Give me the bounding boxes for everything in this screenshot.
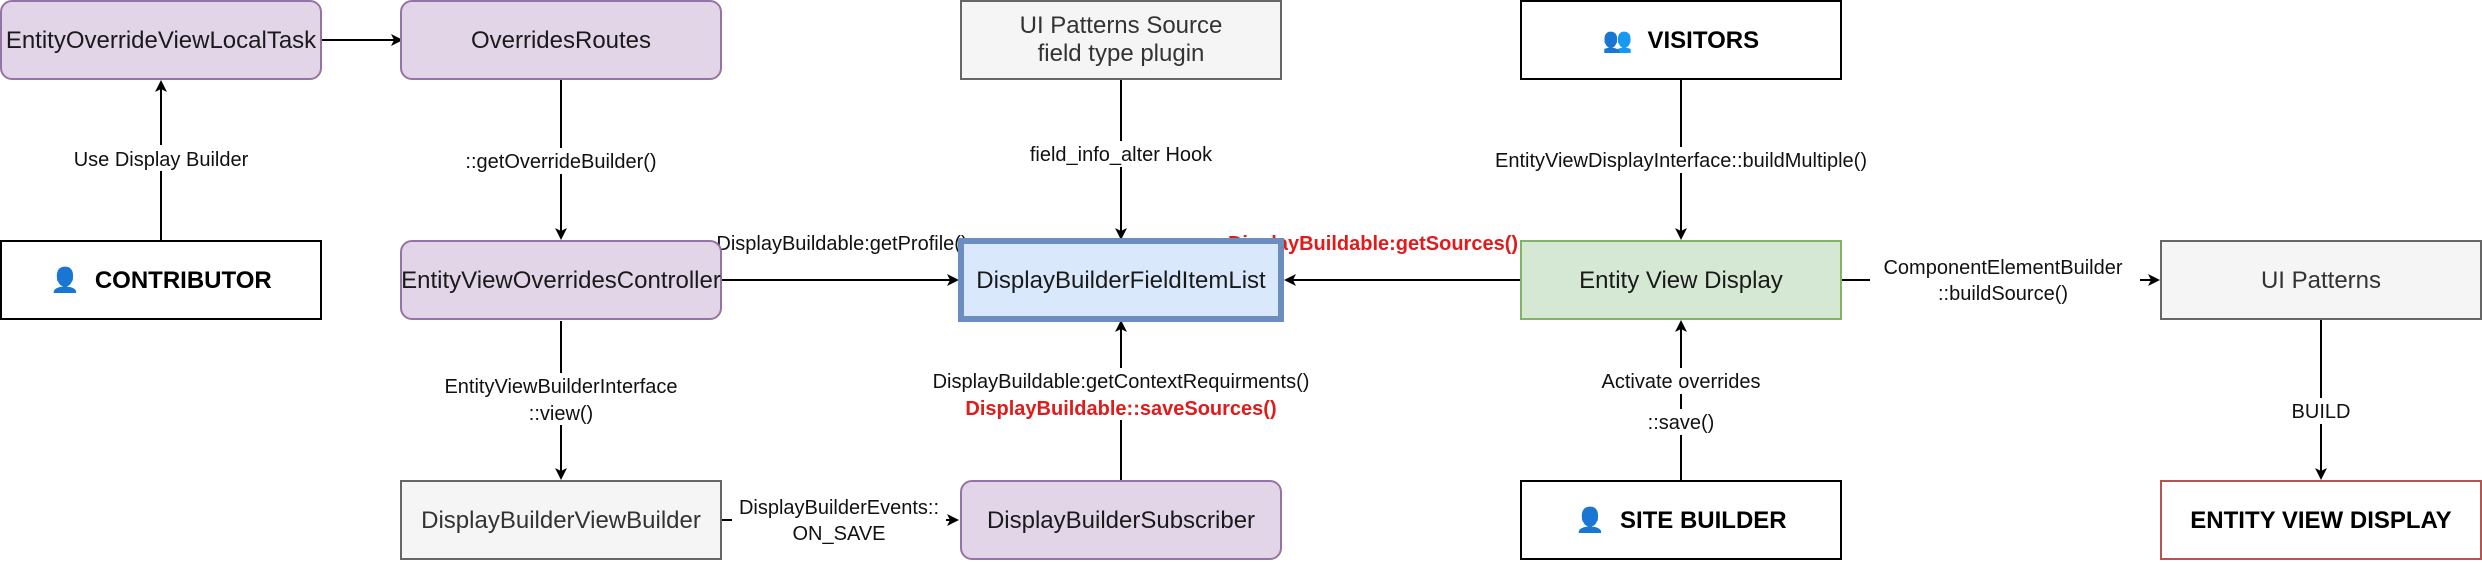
label-component-builder-line2: ::buildSource() [1938, 283, 2068, 305]
contributor-label: CONTRIBUTOR [95, 267, 272, 294]
visitors-label: VISITORS [1647, 27, 1759, 54]
node-label-line2: field type plugin [1038, 40, 1205, 67]
node-label: EntityViewOverridesController [401, 267, 721, 294]
node-ui-patterns-source: UI Patterns Source field type plugin [960, 0, 1282, 80]
node-site-builder: 👤 SITE BUILDER [1520, 480, 1842, 560]
label-events-line2: ON_SAVE [793, 523, 886, 545]
node-contributor: 👤 CONTRIBUTOR [0, 240, 322, 320]
node-entity-view-overrides-controller: EntityViewOverridesController [400, 240, 722, 320]
site-builder-label: SITE BUILDER [1620, 507, 1787, 534]
node-label: ENTITY VIEW DISPLAY [2190, 507, 2451, 534]
node-label: 👤 SITE BUILDER [1575, 506, 1786, 534]
label-view-line2: ::view() [529, 403, 593, 425]
label-activate-overrides: Activate overrides [1602, 371, 1761, 393]
label-build-multiple: EntityViewDisplayInterface::buildMultipl… [1495, 150, 1867, 172]
label-get-override-builder: ::getOverrideBuilder() [465, 151, 656, 173]
label-use-display-builder: Use Display Builder [74, 149, 249, 171]
node-entity-override-view-local-task: EntityOverrideViewLocalTask [0, 0, 322, 80]
node-display-builder-view-builder: DisplayBuilderViewBuilder [400, 480, 722, 560]
node-label: DisplayBuilderFieldItemList [976, 267, 1266, 294]
node-label: 👥 VISITORS [1603, 27, 1759, 54]
label-save: ::save() [1648, 412, 1715, 434]
node-label: OverridesRoutes [471, 27, 651, 54]
node-label: DisplayBuilderViewBuilder [421, 507, 701, 534]
node-label: EntityOverrideViewLocalTask [6, 27, 317, 54]
label-get-profile: DisplayBuildable:getProfile() [716, 233, 967, 255]
user-icon: 👤 [50, 266, 80, 294]
label-get-context: DisplayBuildable:getContextRequirments() [933, 371, 1310, 393]
node-entity-view-display-output: ENTITY VIEW DISPLAY [2160, 480, 2482, 560]
node-label: Entity View Display [1579, 267, 1783, 294]
edge-labels: Use Display Builder ::getOverrideBuilder… [60, 141, 2358, 545]
label-save-sources: DisplayBuildable::saveSources() [965, 398, 1276, 420]
node-label-line1: UI Patterns Source [1020, 12, 1223, 39]
node-visitors: 👥 VISITORS [1520, 0, 1842, 80]
label-view-line1: EntityViewBuilderInterface [444, 376, 677, 398]
node-entity-view-display: Entity View Display [1520, 240, 1842, 320]
user-icon: 👤 [1575, 506, 1605, 534]
label-field-info-alter: field_info_alter Hook [1030, 144, 1213, 166]
group-icon: 👥 [1603, 27, 1633, 54]
node-overrides-routes: OverridesRoutes [400, 0, 722, 80]
label-build: BUILD [2292, 401, 2351, 423]
node-display-builder-subscriber: DisplayBuilderSubscriber [960, 480, 1282, 560]
node-label: 👤 CONTRIBUTOR [50, 266, 271, 294]
node-label: UI Patterns [2261, 267, 2381, 294]
node-display-builder-field-item-list: DisplayBuilderFieldItemList [958, 238, 1284, 322]
node-ui-patterns: UI Patterns [2160, 240, 2482, 320]
label-component-builder-line1: ComponentElementBuilder [1883, 257, 2122, 279]
label-get-sources: DisplayBuildable:getSources() [1228, 233, 1518, 255]
node-label: DisplayBuilderSubscriber [987, 507, 1255, 534]
label-events-line1: DisplayBuilderEvents:: [739, 497, 939, 519]
